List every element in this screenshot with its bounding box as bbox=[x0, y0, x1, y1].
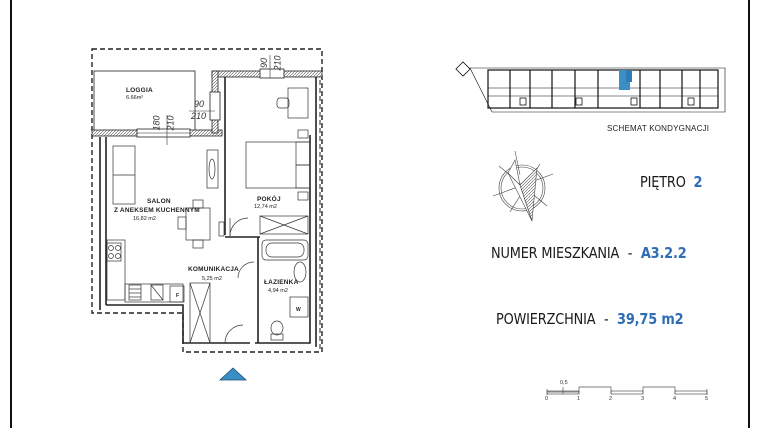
room-lazienka-area: 4,94 m2 bbox=[268, 288, 288, 294]
room-loggia-name: LOGGIA bbox=[126, 87, 153, 94]
floor-row: PIĘTRO 2 bbox=[640, 173, 703, 191]
scale-bar bbox=[546, 386, 708, 395]
scale-tick-3: 3 bbox=[641, 396, 645, 402]
area-label: POWIERZCHNIA bbox=[496, 310, 596, 328]
scale-tick-0: 0 bbox=[545, 396, 549, 402]
room-salon-area: 16,82 m2 bbox=[133, 216, 156, 222]
washer-label: W bbox=[296, 307, 301, 313]
apartment-row: NUMER MIESZKANIA-A3.2.2 bbox=[491, 244, 687, 262]
apartment-label: NUMER MIESZKANIA bbox=[491, 244, 620, 262]
area-value: 39,75 m2 bbox=[617, 310, 684, 328]
salon-furniture bbox=[112, 145, 225, 249]
apartment-separator: - bbox=[627, 244, 633, 262]
room-pokoj-area: 12,74 m2 bbox=[254, 204, 277, 210]
apartment-value: A3.2.2 bbox=[640, 244, 687, 262]
room-salon-name: SALON bbox=[147, 198, 171, 205]
dim-top-window-width: 90 bbox=[259, 57, 270, 69]
scale-tick-2: 2 bbox=[609, 396, 613, 402]
compass-icon bbox=[492, 150, 554, 222]
dim-top-window-height: 210 bbox=[272, 55, 283, 71]
fridge-label: F bbox=[176, 293, 179, 299]
walls bbox=[99, 77, 317, 347]
kitchen bbox=[106, 239, 185, 303]
bathroom bbox=[224, 239, 309, 344]
entrance-marker-icon bbox=[218, 367, 248, 381]
scale-tick-1: 1 bbox=[577, 396, 581, 402]
dim-room-door-width: 90 bbox=[194, 99, 205, 109]
frame-left-border bbox=[10, 0, 12, 428]
wardrobe bbox=[189, 282, 211, 344]
area-separator: - bbox=[603, 310, 609, 328]
floor-label: PIĘTRO bbox=[640, 173, 686, 191]
scale-half-tick: 0,5 bbox=[560, 380, 568, 386]
floor-value: 2 bbox=[693, 173, 703, 191]
floor-schema-drawing bbox=[455, 61, 726, 113]
room-komunikacja-area: 5,25 m2 bbox=[202, 276, 222, 282]
loggia bbox=[91, 68, 323, 138]
pokoj-furniture bbox=[229, 87, 311, 237]
apartment-highlight bbox=[619, 70, 630, 90]
room-loggia-area: 6.66m² bbox=[126, 95, 144, 101]
room-lazienka-name: ŁAZIENKA bbox=[264, 279, 299, 286]
scale-tick-4: 4 bbox=[673, 396, 677, 402]
dim-loggia-door-width: 180 bbox=[151, 115, 162, 131]
area-row: POWIERZCHNIA-39,75 m2 bbox=[496, 310, 684, 328]
room-pokoj-name: POKÓJ bbox=[257, 196, 281, 203]
dim-loggia-door-height: 210 bbox=[165, 115, 176, 131]
room-salon-name-2: Z ANEKSEM KUCHENNYM bbox=[114, 207, 200, 214]
frame-right-border bbox=[748, 0, 750, 428]
scale-tick-5: 5 bbox=[705, 396, 709, 402]
room-komunikacja-name: KOMUNIKACJA bbox=[188, 266, 239, 273]
floor-schema-title: SCHEMAT KONDYGNACJI bbox=[607, 124, 710, 133]
dim-room-door-height: 210 bbox=[191, 111, 207, 121]
